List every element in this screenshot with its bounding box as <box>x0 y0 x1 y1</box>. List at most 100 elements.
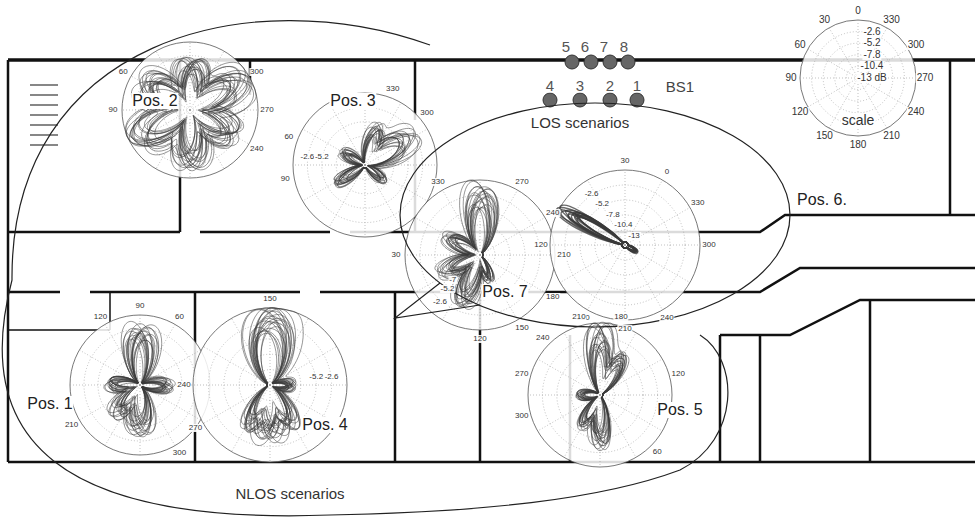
angle-label: 120 <box>93 313 108 321</box>
pattern-curve <box>577 344 627 450</box>
plot-ring <box>528 323 672 467</box>
angle-label: 210 <box>882 131 901 141</box>
angle-label: 240 <box>249 145 264 153</box>
grid-spoke <box>625 208 690 246</box>
grid-spoke <box>625 245 626 320</box>
angle-label: 60 <box>174 313 185 321</box>
pattern-curve <box>558 210 635 251</box>
pattern-curve <box>104 331 166 424</box>
db-label: -5.2 <box>308 373 324 381</box>
db-label: -13 dB <box>856 73 887 83</box>
angle-label: 180 <box>545 293 560 301</box>
db-label: -5.2 <box>314 153 330 161</box>
angle-label: 90 <box>135 302 146 310</box>
pattern-curve <box>109 331 165 426</box>
grid-spoke <box>232 385 271 452</box>
plot-ring <box>122 42 258 178</box>
angle-label: 240 <box>907 107 926 117</box>
antenna-number: 8 <box>619 39 629 54</box>
angle-label: 240 <box>545 209 560 217</box>
grid-ring <box>812 32 905 125</box>
pattern-curve <box>577 333 624 446</box>
plot-ring <box>800 20 916 136</box>
antenna-dot <box>621 55 635 69</box>
pattern-curve <box>111 328 162 434</box>
db-label: -7 <box>448 276 457 284</box>
pattern-curve <box>579 323 626 439</box>
plot-ring <box>293 93 437 237</box>
angle-label: 30 <box>391 251 402 259</box>
los-region-tail <box>395 283 480 318</box>
pattern-curve <box>131 59 230 151</box>
angle-label: 300 <box>514 412 529 420</box>
antenna-number: 7 <box>599 39 609 54</box>
plot-ring <box>550 170 700 320</box>
polar-plot <box>122 42 258 178</box>
angle-label: 300 <box>907 40 926 50</box>
wall <box>720 300 975 335</box>
angle-label: 30 <box>818 15 831 25</box>
antenna-number: 1 <box>632 78 642 93</box>
pattern-curve <box>126 60 239 156</box>
angle-label: 150 <box>262 295 277 303</box>
polar-plot <box>800 20 916 136</box>
grid-spoke <box>858 78 859 136</box>
position-label: Pos. 3 <box>329 93 376 109</box>
grid-spoke <box>625 170 626 245</box>
angle-label: 270 <box>514 178 529 186</box>
db-label: -5.2 <box>440 285 456 293</box>
db-label: -10.4 <box>860 61 885 71</box>
grid-spoke <box>800 78 858 79</box>
antenna-dot <box>565 55 579 69</box>
pattern-curve <box>579 325 623 442</box>
angle-label: 210 <box>617 325 632 333</box>
polar-plot <box>550 170 700 320</box>
grid-spoke <box>829 28 858 78</box>
grid-spoke <box>480 255 555 256</box>
angle-label: 60 <box>118 68 129 76</box>
angle-label: 150 <box>815 131 834 141</box>
angle-label: 300 <box>172 449 187 457</box>
db-label: -7.8 <box>605 211 621 219</box>
antenna-number: 4 <box>545 78 555 93</box>
angle-label: 150 <box>514 324 529 332</box>
angle-label: 240 <box>535 334 550 342</box>
angle-label: 120 <box>671 370 686 378</box>
plot-ring <box>405 180 555 330</box>
pattern-curve <box>583 340 619 437</box>
angle-label: 210 <box>64 421 79 429</box>
angle-label: 300 <box>249 68 264 76</box>
region-label: NLOS scenarios <box>234 486 345 501</box>
position-label: Pos. 2 <box>131 93 178 109</box>
pattern-curve <box>577 327 629 436</box>
antenna-dot <box>573 93 587 107</box>
grid-spoke <box>588 245 626 310</box>
los-region <box>400 103 790 327</box>
polar-plot <box>405 180 555 330</box>
db-label: -13 <box>627 232 641 240</box>
nlos-region <box>2 21 728 516</box>
pattern-curve <box>340 123 414 178</box>
db-label: -2.6 <box>432 298 448 306</box>
grid-spoke <box>808 78 858 107</box>
pattern-curve <box>246 308 303 433</box>
grid-spoke <box>303 165 365 201</box>
grid-spoke <box>858 20 859 78</box>
antenna-dot <box>603 55 617 69</box>
pattern-curve <box>577 342 625 443</box>
db-label: -2.6 <box>584 190 600 198</box>
angle-label: 270 <box>188 424 203 432</box>
angle-label: 90 <box>784 73 797 83</box>
pattern-curve <box>579 322 623 448</box>
db-label: -2.6 <box>324 373 340 381</box>
polar-plot <box>193 308 347 462</box>
angle-label: 30 <box>620 157 631 165</box>
wall <box>8 292 110 330</box>
antenna-elements <box>543 55 644 107</box>
db-label: -5.2 <box>594 200 610 208</box>
angle-label: 0 <box>854 6 862 16</box>
pattern-curve <box>568 213 635 250</box>
polar-plot <box>528 322 672 467</box>
